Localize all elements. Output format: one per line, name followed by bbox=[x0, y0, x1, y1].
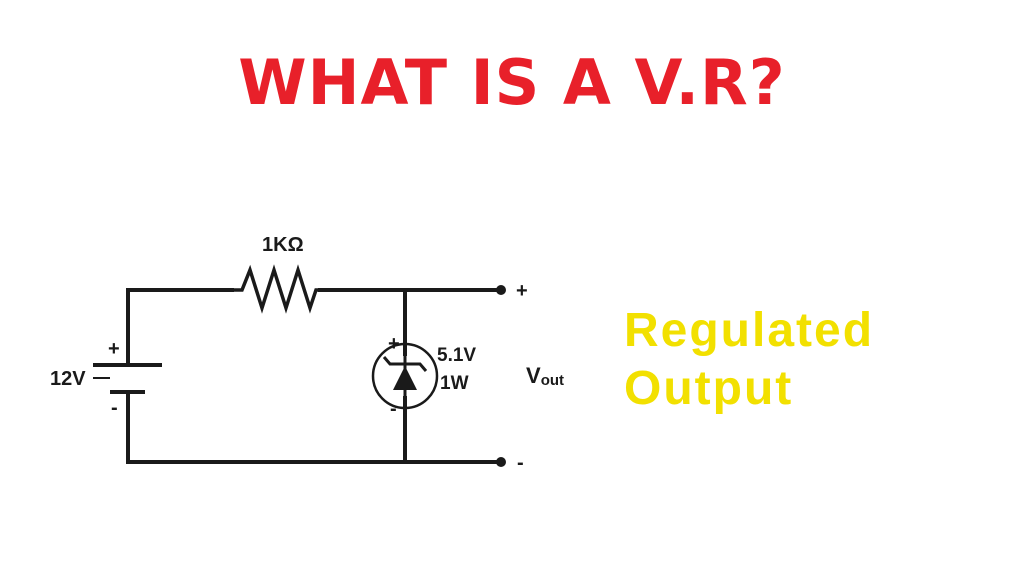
output-plus-sign: + bbox=[516, 280, 528, 302]
vout-subscript: out bbox=[541, 372, 564, 389]
caption-line-2: Output bbox=[624, 362, 794, 415]
source-label: 12V bbox=[50, 368, 86, 390]
output-terminal-top bbox=[496, 285, 506, 295]
caption-line-1: Regulated bbox=[624, 304, 875, 357]
output-minus-sign: - bbox=[517, 452, 524, 474]
wire-top-left bbox=[126, 288, 234, 367]
resistor-label: 1KΩ bbox=[262, 234, 304, 256]
source-minus-sign: - bbox=[111, 397, 118, 419]
output-terminal-bottom bbox=[496, 457, 506, 467]
resistor-symbol bbox=[232, 264, 320, 314]
zener-plus-sign: + bbox=[388, 333, 400, 355]
battery-symbol bbox=[93, 363, 162, 394]
page-title: WHAT IS A V.R? bbox=[238, 46, 786, 119]
source-plus-sign: + bbox=[108, 338, 120, 360]
vout-main: V bbox=[526, 363, 541, 388]
zener-power-label: 1W bbox=[440, 373, 469, 394]
zener-minus-sign: - bbox=[390, 398, 397, 420]
wires bbox=[126, 288, 502, 464]
vout-label: Vout bbox=[526, 363, 564, 389]
zener-diode-symbol bbox=[371, 342, 439, 410]
zener-voltage-label: 5.1V bbox=[437, 345, 476, 366]
regulated-output-caption: Regulated Output bbox=[624, 302, 874, 418]
